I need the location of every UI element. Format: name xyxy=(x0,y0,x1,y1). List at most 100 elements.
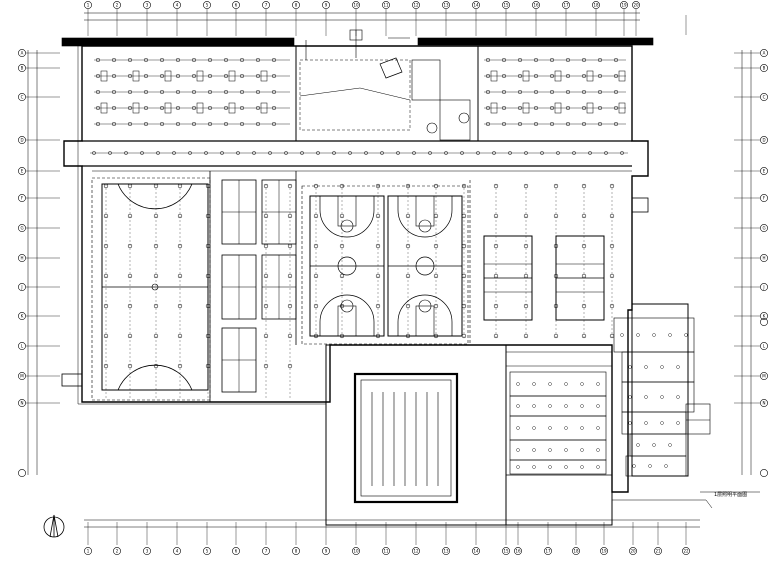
desk-unit xyxy=(618,102,626,114)
grid-bubble-bottom: 11 xyxy=(382,547,390,555)
light-fixture xyxy=(565,89,571,95)
futsal-hall-frame xyxy=(91,177,211,401)
service-room xyxy=(621,351,695,383)
grid-bubble-top: 7 xyxy=(262,1,270,9)
light-fixture xyxy=(501,73,507,79)
light-fixture xyxy=(676,421,680,425)
grid-bubble-text: 7 xyxy=(265,549,268,554)
grid-bubble-text: 11 xyxy=(383,3,389,8)
light-fixture xyxy=(533,73,539,79)
grid-bubble-circle xyxy=(572,547,580,555)
service-room xyxy=(509,415,607,441)
light-fixture xyxy=(255,89,261,95)
grid-bubble-circle xyxy=(262,1,270,9)
desk-unit xyxy=(522,70,530,82)
light-fixture xyxy=(159,89,165,95)
light-fixture xyxy=(565,57,571,63)
grid-bubble-text: 20 xyxy=(630,549,636,554)
grid-bubble-text: 15 xyxy=(503,3,509,8)
light-fixture xyxy=(644,365,648,369)
desk-unit xyxy=(586,70,594,82)
grid-bubble-top: 16 xyxy=(532,1,540,9)
desk-unit xyxy=(228,102,236,114)
light-fixture xyxy=(596,465,600,469)
lobby-area xyxy=(299,59,411,131)
light-fixture xyxy=(191,89,197,95)
service-room xyxy=(509,439,607,461)
grid-bubble-circle xyxy=(352,547,360,555)
light-fixture xyxy=(549,57,555,63)
futsal-center-spot xyxy=(151,283,159,291)
service-room xyxy=(509,395,607,417)
grid-bubble-circle xyxy=(760,372,768,380)
grid-bubble-text: 6 xyxy=(235,3,238,8)
light-fixture xyxy=(517,73,523,79)
light-fixture xyxy=(533,89,539,95)
grid-bubble-circle xyxy=(620,1,628,9)
grid-bubble-top: 9 xyxy=(322,1,330,9)
grid-bubble-text: 13 xyxy=(443,3,449,8)
basketball-free-throw-circle xyxy=(418,299,432,313)
grid-bubble-bottom: 18 xyxy=(572,547,580,555)
light-fixture xyxy=(223,121,229,127)
service-room xyxy=(439,99,471,141)
grid-bubble-bottom: 19 xyxy=(600,547,608,555)
desk-unit xyxy=(164,102,172,114)
grid-bubble-text: 6 xyxy=(235,549,238,554)
grid-bubble-text: 21 xyxy=(655,549,661,554)
light-fixture xyxy=(684,333,688,337)
grid-bubble-bottom: 13 xyxy=(442,547,450,555)
light-fixture xyxy=(517,105,523,111)
grid-bubble-top: 17 xyxy=(562,1,570,9)
light-fixture xyxy=(159,105,165,111)
grid-bubble-left xyxy=(18,469,26,477)
light-fixture xyxy=(127,105,133,111)
grid-bubble-text: 16 xyxy=(515,549,521,554)
light-fixture xyxy=(548,404,552,408)
grid-bubble-text: H xyxy=(20,256,23,261)
light-fixture xyxy=(485,121,491,127)
grid-bubble-text: 3 xyxy=(146,3,149,8)
light-fixture xyxy=(613,105,619,111)
light-fixture xyxy=(676,365,680,369)
light-fixture xyxy=(223,89,229,95)
grid-bubble-bottom: 7 xyxy=(262,547,270,555)
light-fixture xyxy=(580,448,584,452)
light-fixture xyxy=(239,57,245,63)
light-fixture xyxy=(255,105,261,111)
light-fixture xyxy=(613,121,619,127)
grid-bubble-circle xyxy=(760,194,768,202)
grid-bubble-text: 17 xyxy=(563,3,569,8)
light-fixture xyxy=(239,105,245,111)
light-fixture xyxy=(549,105,555,111)
light-fixture xyxy=(95,57,101,63)
grid-bubble-left: C xyxy=(18,93,26,101)
light-fixture xyxy=(517,57,523,63)
light-fixture xyxy=(143,73,149,79)
grid-bubble-text: 2 xyxy=(116,549,119,554)
grid-bubble-circle xyxy=(760,399,768,407)
grid-bubble-text: 18 xyxy=(573,549,579,554)
grid-bubble-right xyxy=(760,318,768,326)
grid-bubble-top: 15 xyxy=(502,1,510,9)
grid-bubble-text: A xyxy=(763,51,766,56)
light-fixture xyxy=(501,121,507,127)
desk-unit xyxy=(132,70,140,82)
grid-bubble-text: 7 xyxy=(265,3,268,8)
grid-bubble-text: 10 xyxy=(353,3,359,8)
grid-bubble-left: E xyxy=(18,167,26,175)
grid-bubble-text: 8 xyxy=(295,3,298,8)
grid-bubble-text: E xyxy=(21,169,24,174)
light-fixture xyxy=(127,89,133,95)
grid-bubble-text: 19 xyxy=(621,3,627,8)
grid-bubble-bottom: 16 xyxy=(514,547,522,555)
grid-bubble-circle xyxy=(682,547,690,555)
building-outline-inner xyxy=(77,42,326,405)
light-fixture xyxy=(485,89,491,95)
light-fixture xyxy=(644,395,648,399)
grid-bubble-circle xyxy=(18,224,26,232)
light-fixture xyxy=(549,73,555,79)
light-fixture xyxy=(668,333,672,337)
light-fixture xyxy=(143,105,149,111)
light-fixture xyxy=(127,57,133,63)
